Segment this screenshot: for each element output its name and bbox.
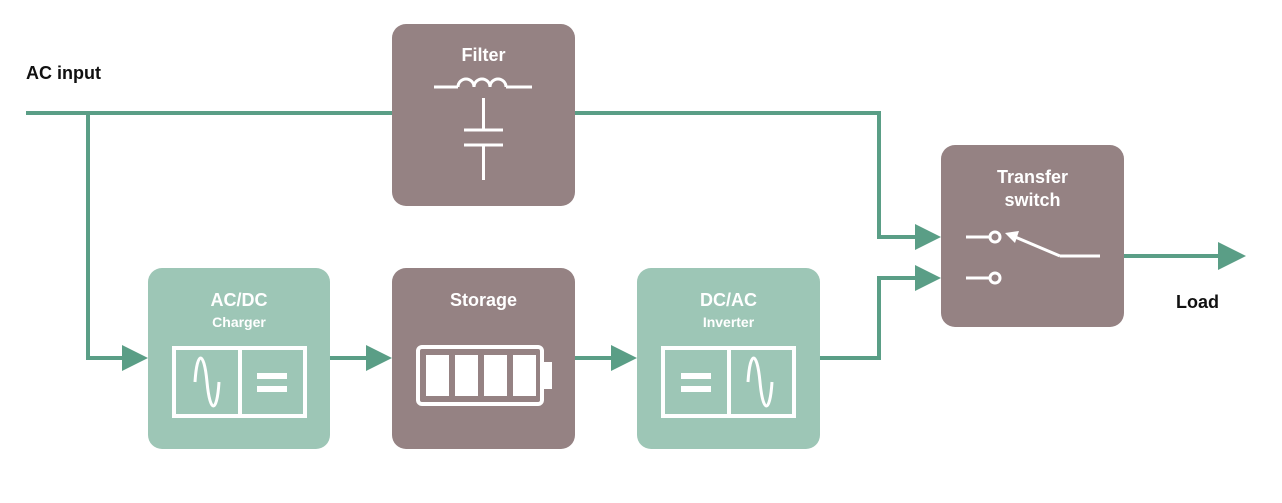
sine-wave-icon-2 (746, 356, 774, 408)
switch-icon (966, 230, 1100, 285)
transfer-switch-title-line2: switch (1004, 190, 1060, 210)
charger-title: AC/DC (211, 290, 268, 310)
dc-equals-icon-2 (681, 373, 711, 379)
filter-output-line (575, 111, 918, 239)
storage-block: Storage (392, 268, 575, 449)
arrow-load-output (1218, 242, 1246, 270)
arrow-switch-input-2 (915, 265, 941, 291)
filter-title: Filter (461, 45, 505, 65)
inverter-block: DC/AC Inverter (637, 268, 820, 449)
transfer-switch-block: Transfer switch (941, 145, 1124, 327)
ac-to-dc-icon (172, 346, 307, 418)
arrowheads (122, 224, 1246, 371)
charger-block: AC/DC Charger (148, 268, 330, 449)
filter-block: Filter (392, 24, 575, 206)
arrow-storage-input (366, 345, 392, 371)
capacitor-icon (464, 98, 503, 180)
storage-title: Storage (450, 290, 517, 310)
arrow-charger-input (122, 345, 148, 371)
inverter-title: DC/AC (700, 290, 757, 310)
charger-branch-line (86, 113, 124, 360)
dc-to-ac-icon (661, 346, 796, 418)
inverter-to-switch-line (820, 276, 918, 360)
load-label: Load (1176, 292, 1219, 312)
inductor-icon (434, 77, 532, 89)
arrow-inverter-input (611, 345, 637, 371)
charger-subtitle: Charger (212, 314, 266, 330)
battery-icon (416, 345, 552, 406)
connection-lines (26, 111, 1222, 360)
sine-wave-icon (193, 356, 221, 408)
inverter-subtitle: Inverter (703, 314, 755, 330)
ac-input-label: AC input (26, 63, 101, 83)
dc-equals-icon (257, 373, 287, 379)
transfer-switch-title-line1: Transfer (997, 167, 1068, 187)
arrow-switch-input-1 (915, 224, 941, 250)
